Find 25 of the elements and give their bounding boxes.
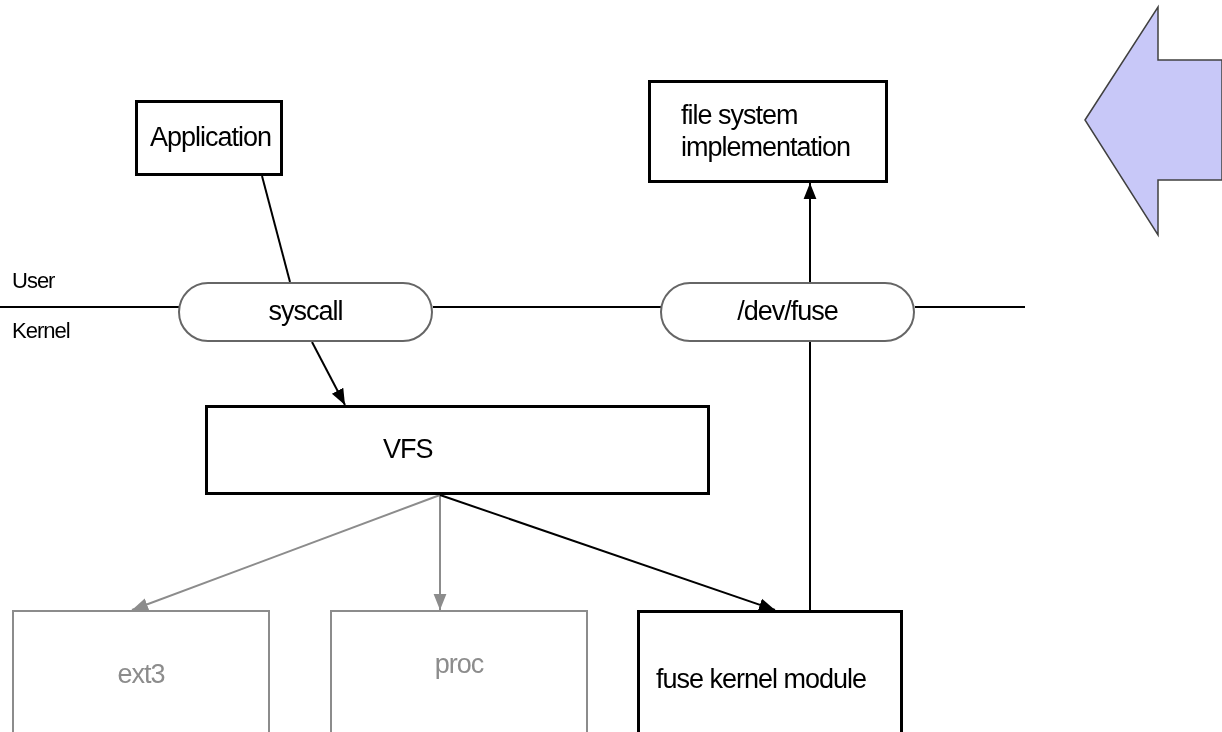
node-label: ext3 xyxy=(117,659,165,691)
process-box xyxy=(135,100,283,176)
node-label: /dev/fuse xyxy=(737,296,838,328)
process-box xyxy=(205,405,710,495)
arrow xyxy=(439,494,776,611)
node-label: VFS xyxy=(383,434,434,466)
process-box xyxy=(330,610,588,732)
node-label: fuse kernel module xyxy=(656,664,868,696)
node-label: proc xyxy=(434,649,484,681)
node-label: syscall xyxy=(268,296,343,328)
process-box xyxy=(12,610,270,732)
connector-line xyxy=(809,341,811,611)
arrow xyxy=(803,182,817,283)
layer-label: User xyxy=(12,268,55,294)
process-box xyxy=(637,610,903,732)
arrow xyxy=(131,494,441,611)
layer-label: Kernel xyxy=(12,318,70,344)
process-box xyxy=(648,80,888,183)
node-label: Application xyxy=(150,122,273,154)
interface-pill xyxy=(660,282,915,342)
interface-pill xyxy=(178,282,433,342)
node-label: file system implementation xyxy=(681,100,852,163)
connector-line xyxy=(261,175,291,283)
arrow xyxy=(433,494,447,611)
arrow xyxy=(311,341,346,406)
